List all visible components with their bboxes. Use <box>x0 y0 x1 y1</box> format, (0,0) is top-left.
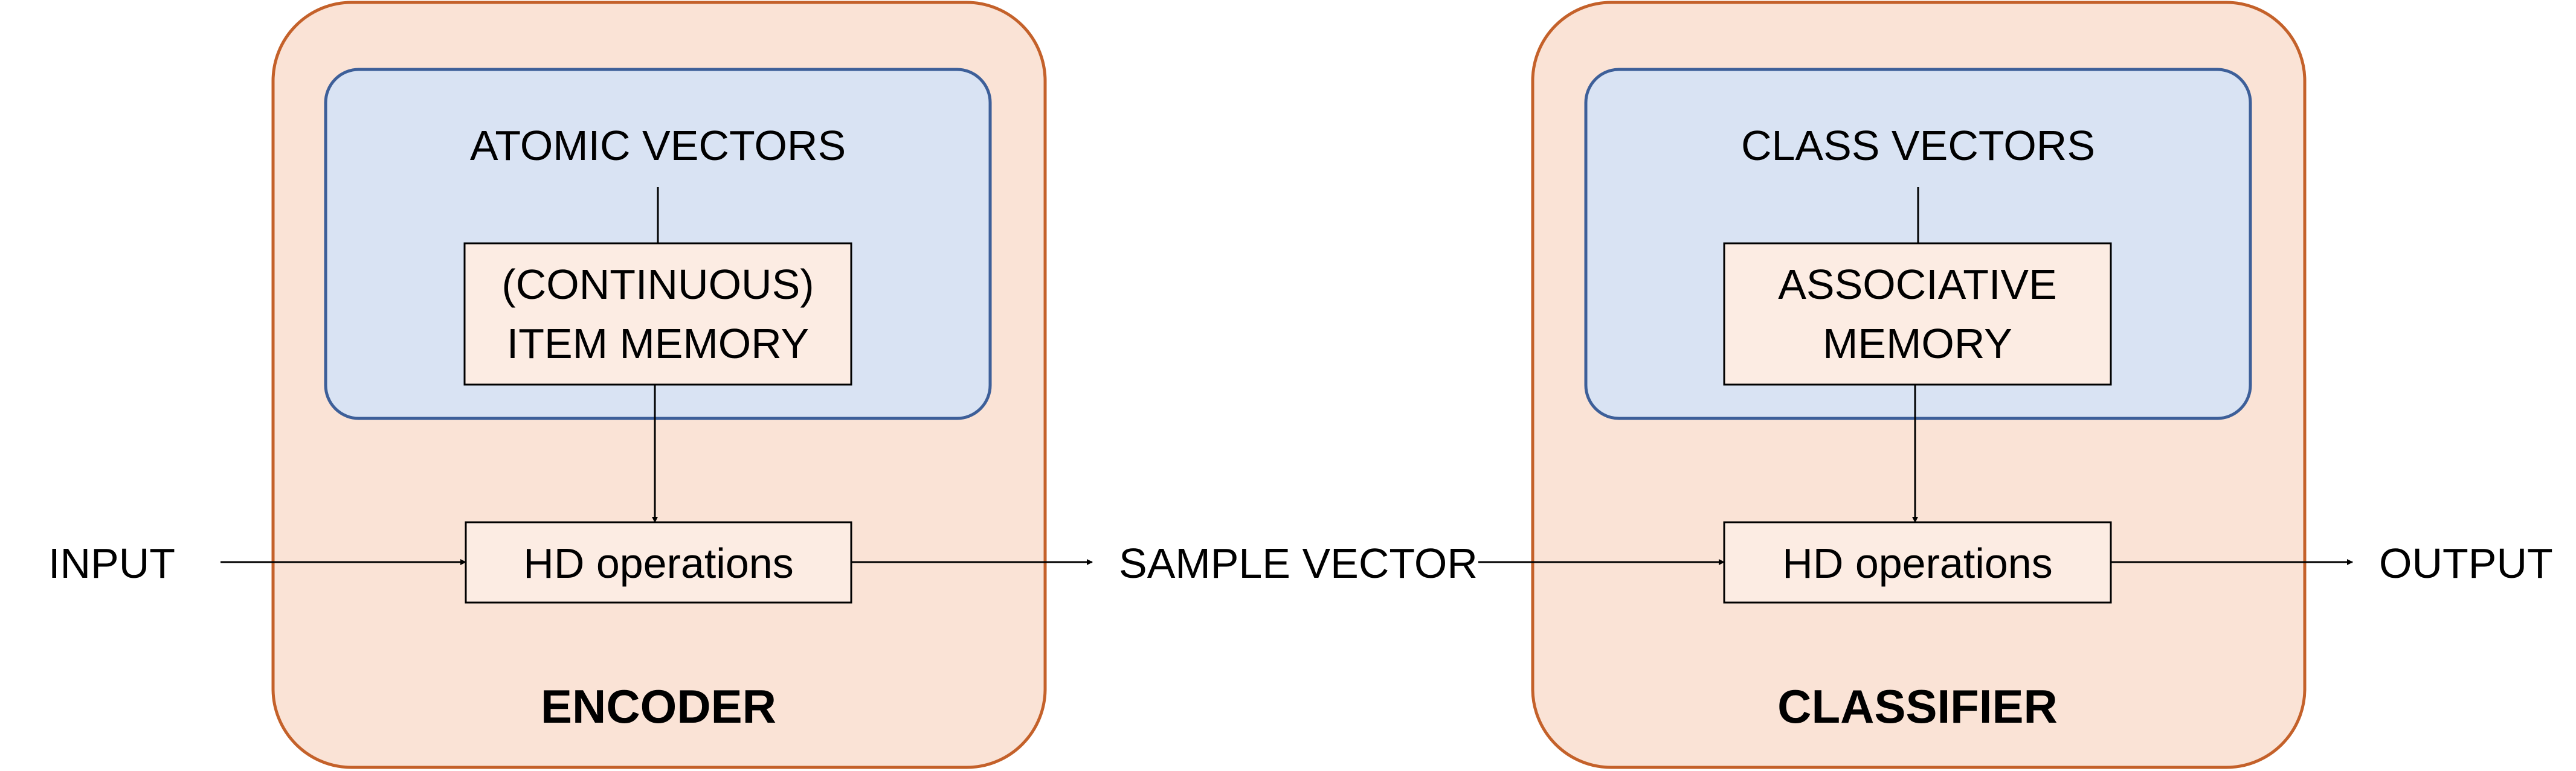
item-memory-box <box>463 242 852 386</box>
classifier-operations-label: HD operations <box>1782 540 2052 587</box>
output-label: OUTPUT <box>2379 540 2553 587</box>
encoder-operations-label: HD operations <box>523 540 793 587</box>
associative-memory-label-line2: MEMORY <box>1823 320 2012 367</box>
classifier-title: CLASSIFIER <box>1777 680 2058 733</box>
associative-memory-box <box>1723 242 2112 386</box>
classifier-operations-box <box>1723 521 2112 604</box>
atomic-vectors-label: ATOMIC VECTORS <box>470 122 846 169</box>
input-label: INPUT <box>48 540 175 587</box>
class-vectors-label: CLASS VECTORS <box>1741 122 2095 169</box>
associative-memory-label-line1: ASSOCIATIVE <box>1778 261 2057 308</box>
classifier-block: CLASS VECTORS ASSOCIATIVE MEMORY HD oper… <box>1531 1 2307 769</box>
sample-vector-label: SAMPLE VECTOR <box>1119 540 1478 587</box>
item-memory-label-line1: (CONTINUOUS) <box>501 261 814 308</box>
encoder-title: ENCODER <box>541 680 776 733</box>
encoder-operations-box <box>465 521 852 604</box>
item-memory-label-line2: ITEM MEMORY <box>507 320 809 367</box>
encoder-block: ATOMIC VECTORS (CONTINUOUS) ITEM MEMORY … <box>271 1 1047 769</box>
